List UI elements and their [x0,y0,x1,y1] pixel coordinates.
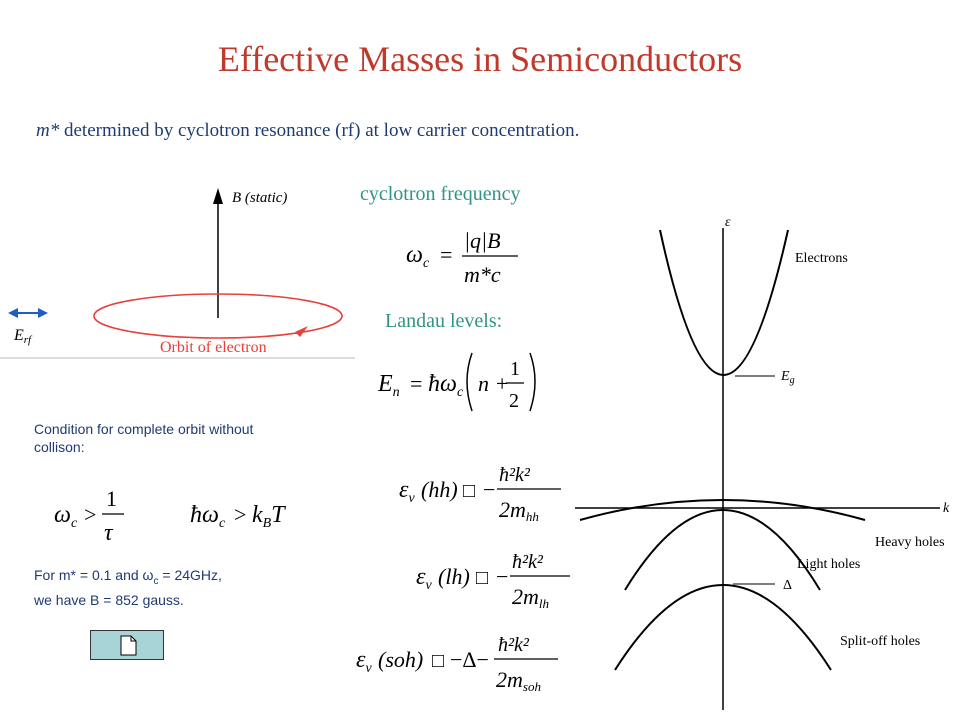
eg-label: Eg [780,369,795,386]
en-symbol: En [377,371,400,400]
landau-equation: En = ħωc n + 1 2 [377,352,536,412]
split-off-band [614,584,832,671]
n-plus: n + [478,371,509,396]
landau-equals: = [410,371,422,396]
electrons-label: Electrons [795,251,848,266]
minus-lh: − [496,564,508,589]
subtitle-text: determined by cyclotron resonance (rf) a… [59,120,580,141]
subtitle-symbol: m* [36,120,60,141]
delta-label: Δ [783,578,792,593]
den-hh: 2mhh [499,497,539,524]
soh-arg: (soh) [378,647,423,672]
approx-box-lh: □ [476,567,488,589]
hk2-soh: ħ²k² [498,634,530,656]
approx-box-hh: □ [463,480,475,502]
ineq-numerator: 1 [106,486,117,511]
subtitle: m* determined by cyclotron resonance (rf… [36,120,579,142]
tau-symbol: τ [104,520,114,546]
orbit-condition-equation: ωc > 1 τ ħωc > kBT [54,486,286,546]
b-arrow-head [213,188,223,204]
energy-axis-label: ε [725,215,731,230]
split-off-label: Split-off holes [840,634,920,649]
lh-arg: (lh) [438,564,470,589]
gt-sign-2: > [234,502,246,527]
electron-band [659,229,789,376]
half-denominator: 2 [509,390,519,412]
b-static-label: B (static) [232,190,287,206]
approx-box-soh: □ [432,650,444,672]
example-text: For m* = 0.1 and ωc = 24GHz, we have B =… [34,566,294,609]
slide-title: Effective Masses in Semiconductors [217,39,743,79]
example-line-1: For m* = 0.1 and ωc = 24GHz, [34,567,222,587]
erf-arrowhead-right [38,308,48,318]
equals-sign: = [440,242,452,267]
document-icon [120,635,137,656]
hk2-lh: ħ²k² [512,551,544,573]
orbit-label: Orbit of electron [160,339,267,356]
right-paren [529,352,536,412]
k-axis-label: k [943,501,950,516]
omega-c-ineq: ωc [54,502,78,531]
cyclotron-frequency-label: cyclotron frequency [360,183,521,205]
orbit-arrowhead [295,326,308,337]
erf-label: Erf [13,327,33,346]
cyclotron-equation: ωc = |q|B m*c [406,228,518,287]
hbar-omega-c: ħωc [190,502,226,531]
light-hole-band [624,509,821,591]
lh-dispersion-equation: εv (lh) □ − ħ²k² 2mlh [416,551,570,611]
example-line-2: we have B = 852 gauss. [34,591,184,608]
band-structure-figure: ε k Electrons Eg Heavy holes Light holes… [575,215,950,710]
eps-soh: εv [356,647,372,676]
heavy-hole-band [579,499,866,521]
eps-lh: εv [416,564,432,593]
erf-arrowhead-left [8,308,18,318]
left-paren [466,352,473,412]
hbar-omega: ħωc [428,371,464,400]
den-lh: 2mlh [512,584,549,611]
gt-sign-1: > [84,502,96,527]
numerator: |q|B [464,228,501,253]
heavy-holes-label: Heavy holes [875,535,945,550]
denominator: m*c [464,262,501,287]
condition-text: Condition for complete orbit without col… [34,421,254,455]
electron-orbit [93,293,343,339]
minus-hh: − [483,477,495,502]
kbt: kBT [252,502,286,531]
hh-dispersion-equation: εv (hh) □ − ħ²k² 2mhh [399,464,561,524]
hh-arg: (hh) [421,477,458,502]
soh-dispersion-equation: εv (soh) □ −Δ− ħ²k² 2msoh [356,634,558,694]
omega-symbol: ωc [406,242,430,271]
document-button[interactable] [90,630,164,660]
light-holes-label: Light holes [797,557,860,572]
minus-delta-minus: −Δ− [450,647,489,672]
landau-levels-label: Landau levels: [385,310,503,332]
hk2-hh: ħ²k² [499,464,531,486]
orbit-figure: B (static) Orbit of electron Erf [0,188,355,359]
eps-hh: εv [399,477,415,506]
half-numerator: 1 [510,358,520,380]
den-soh: 2msoh [496,667,541,694]
